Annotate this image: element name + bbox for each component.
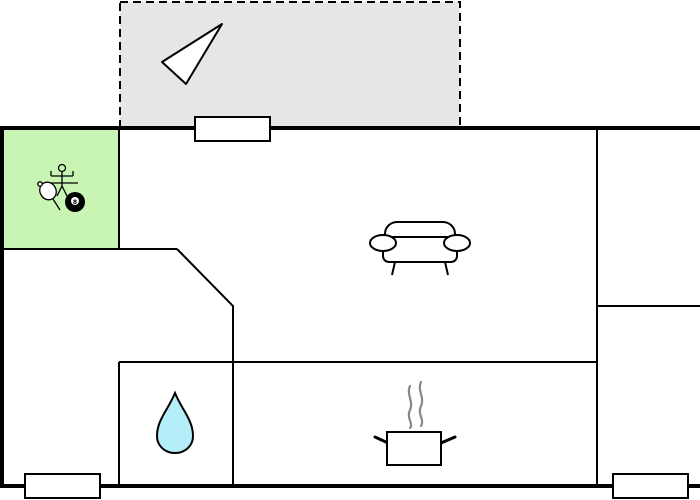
- window-bottom-left: [24, 473, 101, 499]
- table-football-icon: [48, 163, 78, 197]
- outer-walls: [0, 126, 700, 488]
- interior-walls: [2, 128, 700, 486]
- water-drop-icon: [155, 390, 195, 455]
- billiard-ball-icon: 8: [65, 192, 85, 212]
- north-arrow-icon: [161, 23, 223, 85]
- terrace: [119, 1, 461, 129]
- window-top: [194, 116, 271, 142]
- ping-pong-icon: [37, 181, 61, 211]
- window-bottom-right: [612, 473, 689, 499]
- cooking-pot-icon: [373, 380, 457, 466]
- sofa-icon: [369, 221, 471, 276]
- billiard-ball-number: 8: [73, 199, 77, 206]
